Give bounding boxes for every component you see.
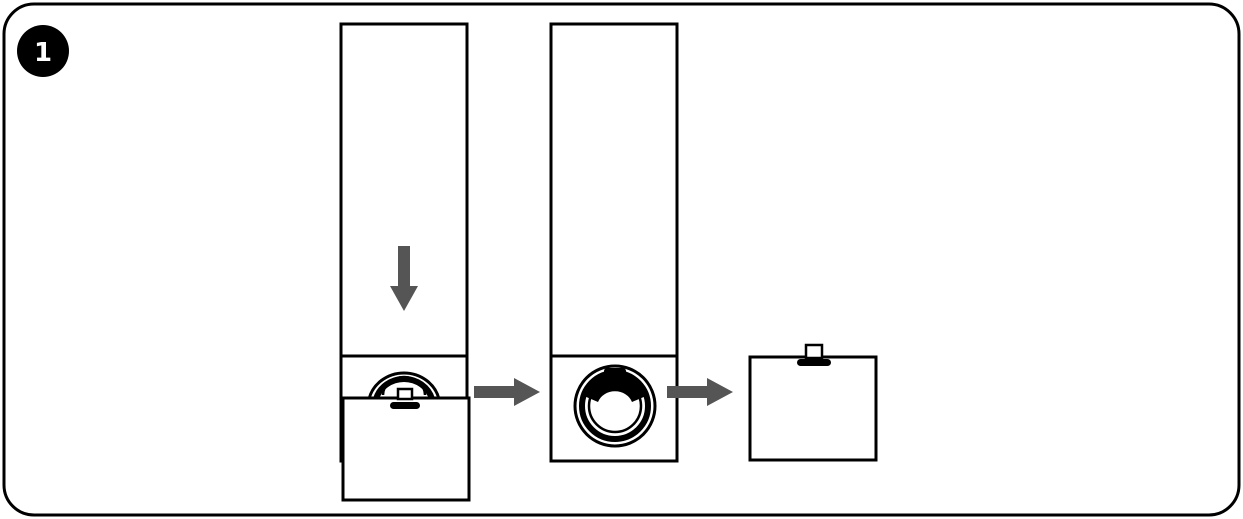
cover-tab bbox=[804, 343, 824, 360]
cover-tab bbox=[396, 387, 414, 401]
device-step-b bbox=[549, 22, 679, 463]
cover-tab-base bbox=[390, 402, 420, 409]
cover-tab-base bbox=[797, 359, 831, 366]
cover-plate bbox=[341, 396, 471, 502]
removed-cover bbox=[748, 343, 878, 462]
step-number: 1 bbox=[34, 38, 52, 68]
device-step-a bbox=[339, 22, 471, 502]
step-badge: 1 bbox=[17, 25, 69, 77]
arrow-down-icon bbox=[390, 246, 418, 311]
connector-ring bbox=[573, 364, 657, 448]
arrow-right-icon bbox=[667, 378, 733, 406]
numbered-circle-icon bbox=[17, 25, 69, 77]
cover-plate bbox=[748, 355, 878, 462]
arrow-right-icon bbox=[474, 378, 540, 406]
connector-partial bbox=[367, 371, 441, 401]
